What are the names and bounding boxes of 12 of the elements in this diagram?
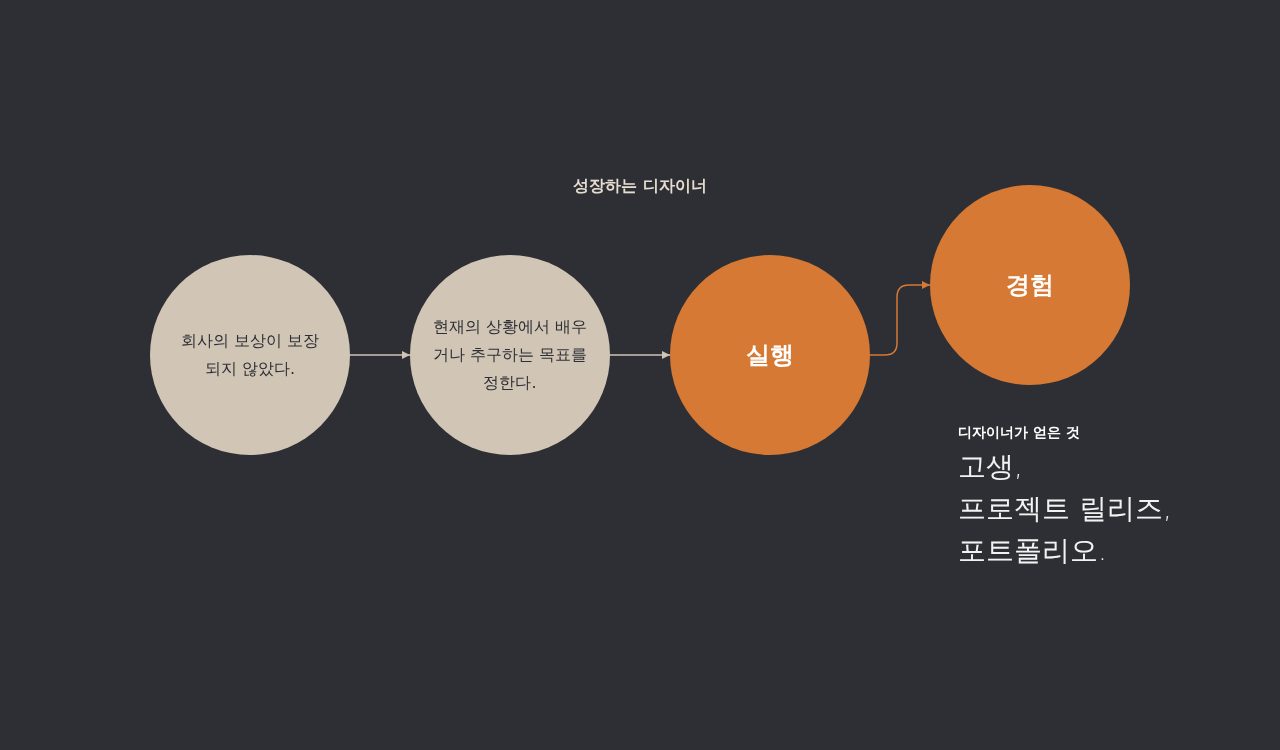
- node-label: 실행: [746, 340, 794, 370]
- arrow: [609, 351, 671, 359]
- result-text: 포트폴리오.: [958, 533, 1107, 569]
- result-text: 고생,: [958, 449, 1023, 485]
- result-text: 프로젝트 릴리즈,: [958, 491, 1172, 527]
- arrow: [869, 281, 931, 356]
- node-label: 현재의 상황에서 배우거나 추구하는 목표를 정한다.: [431, 316, 589, 394]
- diagram-title: 성장하는 디자이너: [572, 176, 708, 197]
- subheading: 디자이너가 얻은 것: [958, 424, 1080, 442]
- node-label: 경험: [1006, 270, 1054, 300]
- node-label: 회사의 보상이 보장되지 않았다.: [179, 330, 321, 380]
- arrow: [349, 351, 411, 359]
